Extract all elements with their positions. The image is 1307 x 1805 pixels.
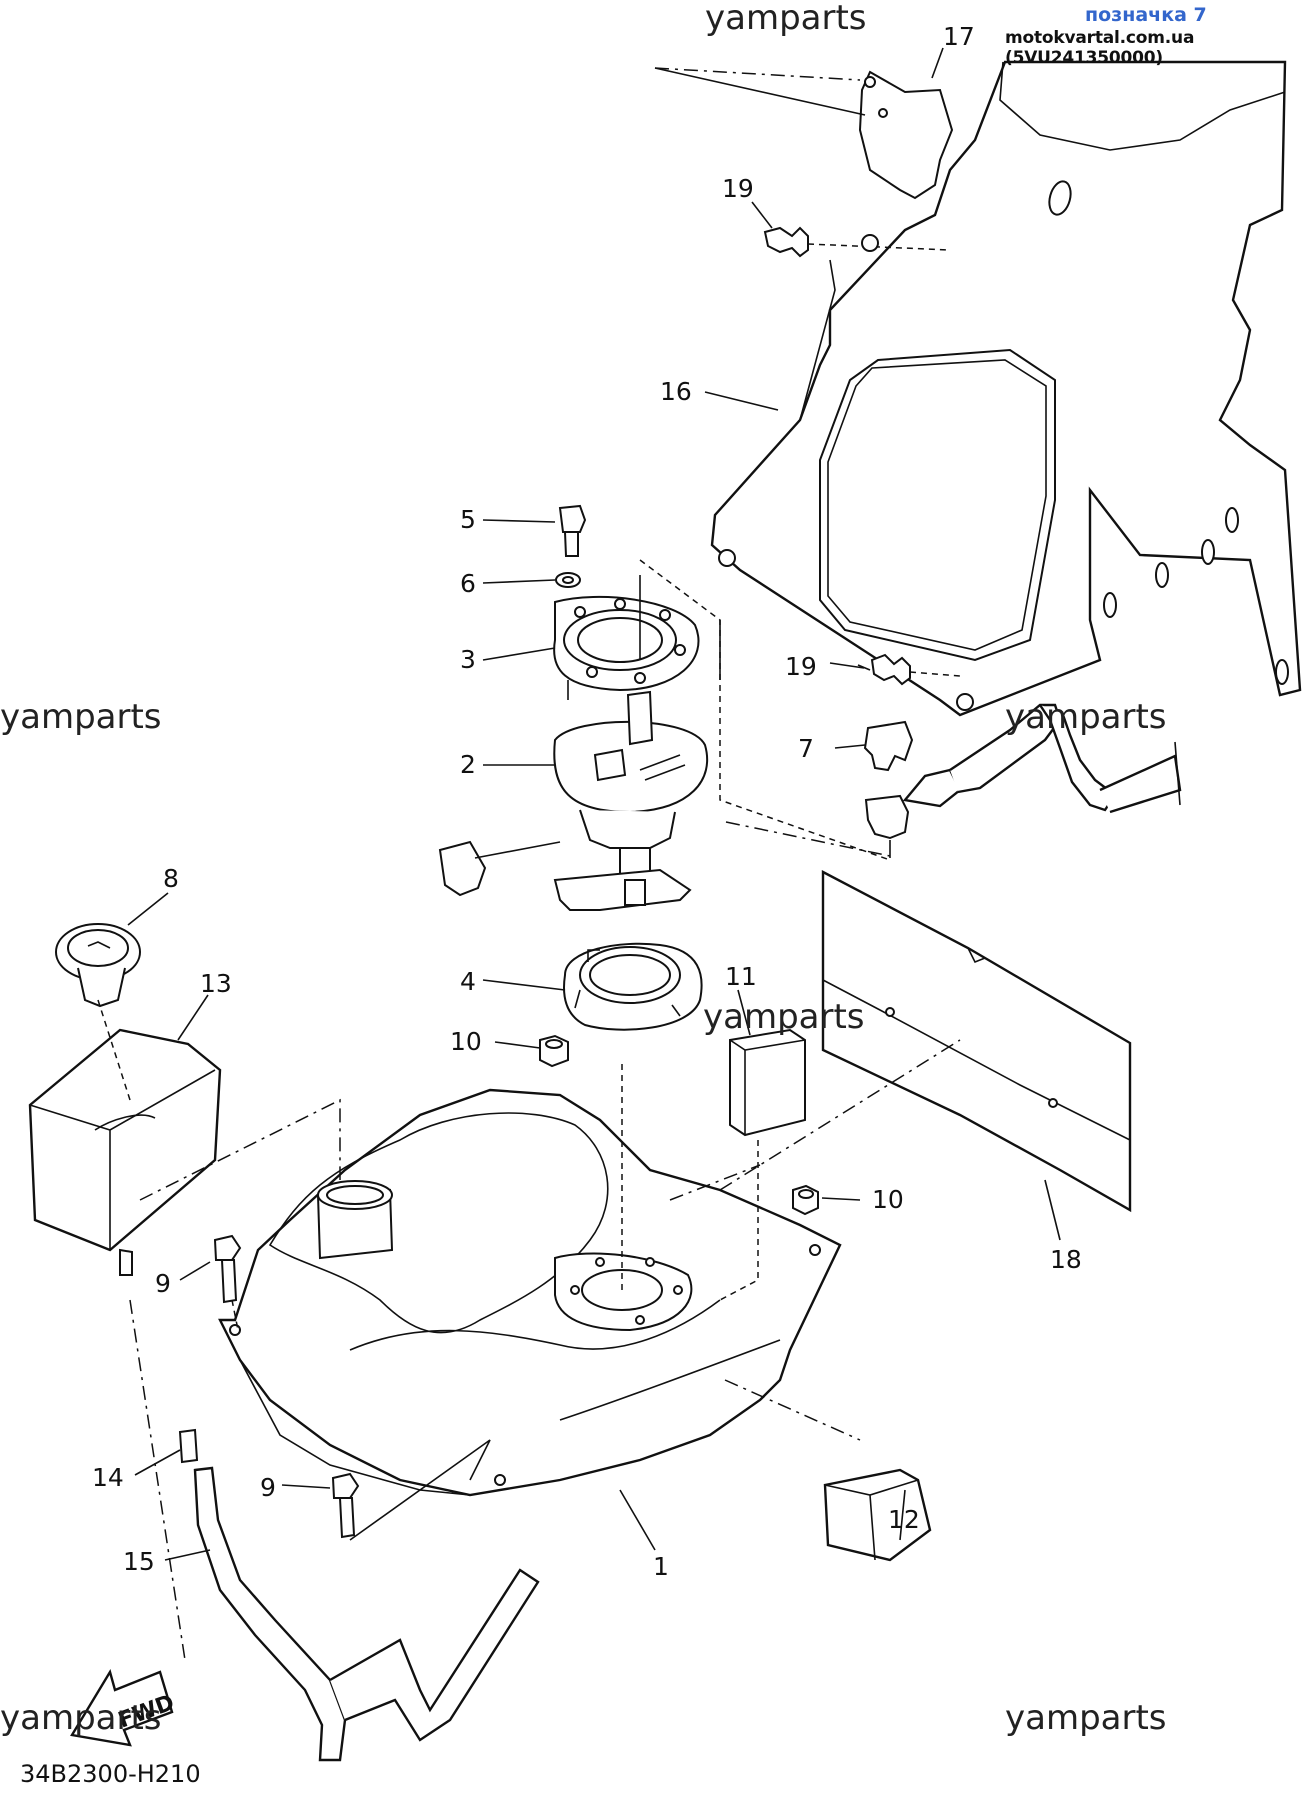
alignment-line-pad [669, 1164, 761, 1201]
callout-10-left: 10 [450, 1027, 482, 1056]
callout-10-right: 10 [872, 1185, 904, 1214]
part-4-ring [563, 942, 703, 1031]
callout-8: 8 [163, 864, 179, 893]
callout-4: 4 [460, 967, 476, 996]
watermark-bottom-left: yamparts [0, 1698, 162, 1738]
callout-9-upper: 9 [155, 1269, 171, 1298]
source-label: motokvartal.com.ua (5VU241350000) [1005, 28, 1195, 68]
callout-17: 17 [943, 22, 975, 51]
part-13-reservoir [28, 999, 222, 1276]
part-11-pad [729, 1028, 806, 1137]
callout-9-lower: 9 [260, 1473, 276, 1502]
part-19-clip-mid [870, 653, 961, 686]
part-12-damper [724, 1379, 932, 1562]
part-5-bolt [558, 504, 587, 557]
part-10-nut-left [539, 1034, 569, 1068]
alignment-line-sheet [719, 1039, 961, 1191]
position-badge: позначка 7 [1085, 4, 1207, 26]
diagram-code: 34B2300-H210 [20, 1760, 201, 1788]
part-9-bolt-upper [213, 1234, 242, 1331]
part-2-pump [438, 559, 891, 911]
part-3-flange [553, 595, 700, 720]
part-8-cap [55, 923, 141, 1008]
callout-14: 14 [92, 1463, 124, 1492]
callout-11: 11 [725, 962, 757, 991]
callout-numbers: 17 19 16 5 6 3 19 2 7 8 13 11 4 10 10 18… [92, 22, 1082, 1581]
callout-7: 7 [798, 734, 814, 763]
part-16-bracket [710, 60, 1302, 717]
watermark-top: yamparts [705, 0, 867, 38]
part-10-nut-right [792, 1184, 819, 1216]
watermark-center: yamparts [703, 997, 865, 1037]
callout-6: 6 [460, 569, 476, 598]
callout-2: 2 [460, 750, 476, 779]
watermark-mid-right: yamparts [1005, 697, 1167, 737]
callout-15: 15 [123, 1547, 155, 1576]
part-19-clip-top [763, 226, 951, 258]
callout-5: 5 [460, 505, 476, 534]
alignment-line-reservoir [139, 1098, 341, 1201]
part-14-joint [178, 1428, 199, 1464]
part-18-sheet [821, 870, 1132, 1213]
leader-lines [127, 47, 1061, 1561]
callout-16: 16 [660, 377, 692, 406]
alignment-line-hose [129, 1299, 186, 1661]
callout-3: 3 [460, 645, 476, 674]
callout-19-mid: 19 [785, 652, 817, 681]
callout-18: 18 [1050, 1245, 1082, 1274]
part-1-tank [218, 1060, 842, 1497]
part-7-fitting [725, 703, 1182, 858]
part-15-hose [193, 1466, 540, 1762]
callout-19-top: 19 [722, 174, 754, 203]
part-6-washer [555, 572, 581, 588]
part-9-bolt-lower [331, 1439, 491, 1541]
callout-1: 1 [653, 1552, 669, 1581]
callout-12: 12 [888, 1505, 920, 1534]
part-17-cover [654, 67, 954, 200]
watermark-bottom-right: yamparts [1005, 1698, 1167, 1738]
watermark-mid-left: yamparts [0, 697, 162, 737]
callout-13: 13 [200, 969, 232, 998]
